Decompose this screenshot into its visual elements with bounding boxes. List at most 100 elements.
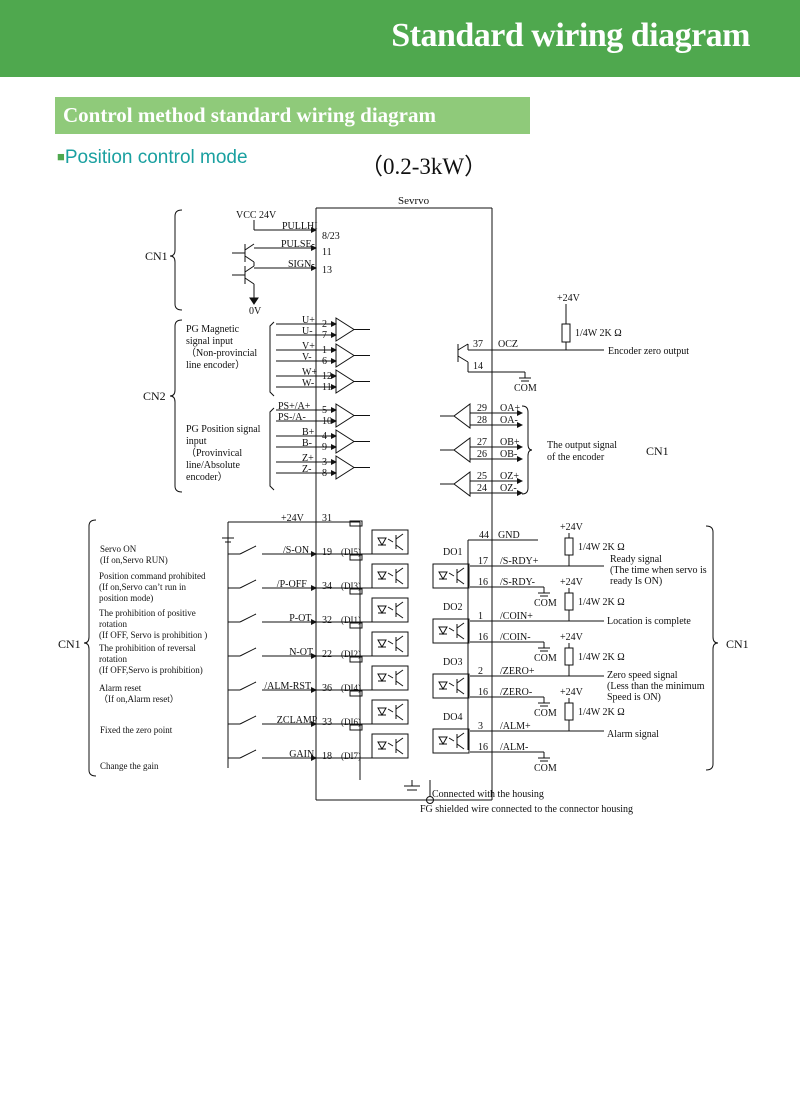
mode-label: Position control mode [64,147,248,168]
switch-contact [239,613,257,623]
output-com-label: COM [534,763,557,774]
pg-magnetic-label-3: （Non-provincial [186,347,257,359]
ocz-resistor-label: 1/4W 2K Ω [575,328,622,339]
pulse-pin: 11 [322,247,332,258]
light-arrow [448,737,455,742]
input-di-label: (DI1) [341,615,361,625]
switch-contact [239,681,257,691]
light-arrow [448,682,455,687]
output-description: Location is complete [607,616,691,627]
output-optocoupler-icon [432,563,470,589]
transistor-collector [456,677,465,684]
pg-magnetic-pin-name: V+ [302,341,315,352]
light-arrow [448,572,455,577]
encoder-desc-1: The output signal [547,440,617,451]
switch-contact [239,715,257,725]
bracket-cn1-outputs: CN1 [705,525,749,771]
output-resistor [564,647,574,666]
input-optocoupler-icon [371,563,409,589]
output-resistor [564,537,574,556]
output-supply-label: +24V [560,522,584,533]
input-signal-name: P-OT [289,613,311,624]
transistor-collector [395,669,404,676]
input-description: Change the gain [100,761,159,771]
mode-heading: ■Position control mode [57,147,248,169]
ocz-name: OCZ [498,339,518,350]
page-title: Standard wiring diagram [391,17,750,54]
input-description: (If on,Servo RUN) [100,555,168,565]
output-optocoupler-icon [432,618,470,644]
encoder-pin-name: OZ+ [500,471,519,482]
output-resistor [564,702,574,721]
pg-magnetic-pin-name: U+ [302,315,315,326]
input-resistor [349,520,363,527]
input-optocoupler-icon [371,699,409,725]
transistor-collector [456,567,465,574]
diode-icon [438,626,448,636]
output-pin-number: 17 [478,556,488,567]
output-signal-name: /ALM- [500,742,528,753]
output-description: Alarm signal [607,729,659,740]
gnd-pin: 44 [479,530,489,541]
output-com-label: COM [534,653,557,664]
input-pin-number: 34 [322,581,332,592]
input-di-label: (DI4) [341,683,361,693]
pg-magnetic-label-4: line encoder） [186,359,245,371]
output-pin-number: 1 [478,611,483,622]
cn1-label-top: CN1 [145,249,168,263]
pg-position-receiver-icon [335,429,355,454]
output-pin-number: 16 [478,577,488,588]
ocz-pin-top: 37 [473,339,483,350]
output-do-label: DO1 [443,547,462,558]
pg-position-label-4: line/Absolute [186,460,240,471]
diode-icon [438,736,448,746]
output-description: Zero speed signal [607,670,678,681]
transistor-emitter [395,748,404,755]
output-signal-name: /S-RDY- [500,577,535,588]
transistor-emitter [456,633,465,640]
pg-magnetic-pin-name: V- [302,352,312,363]
input-optocoupler-icon [371,597,409,623]
input-optocoupler-icon [371,733,409,759]
encoder-pin-number: 25 [477,471,487,482]
transistor-emitter [456,578,465,585]
pg-magnetic-pin-name: U- [302,326,313,337]
pg-position-label-1: PG Position signal [186,424,261,435]
pullhi-label: PULLHI [282,221,318,232]
input-description: (If OFF,Servo is prohibition) [99,665,203,675]
light-arrow [387,538,394,543]
square-bullet-icon: ■ [57,149,65,164]
cn2-label: CN2 [143,389,166,403]
sign-pin: 13 [322,265,332,276]
output-resistor-label: 1/4W 2K Ω [578,597,625,608]
input-resistor [349,656,363,663]
switch-contact [239,579,257,589]
input-description: The prohibition of positive [99,608,196,618]
pg-position-pin-name: Z+ [302,453,314,464]
input-description: (If OFF, Servo is prohibition ) [99,630,207,640]
zero-v-label: 0V [249,306,262,317]
output-pin-number: 16 [478,742,488,753]
pg-magnetic-receiver-icon [335,369,355,394]
encoder-pin-number: 26 [477,449,487,460]
output-signal-name: /S-RDY+ [500,556,539,567]
light-arrow [387,674,394,679]
output-do-label: DO4 [443,712,462,723]
transistor-collector [456,622,465,629]
input-di-label: (DI3) [341,581,361,591]
input-resistor [349,690,363,697]
light-arrow [387,606,394,611]
diode-icon [377,639,387,649]
input-resistor [349,554,363,561]
transistor-emitter [395,612,404,619]
cn1-label-right: CN1 [726,637,749,651]
output-description: Ready signal [610,554,662,565]
vcc-label: VCC 24V [236,210,277,221]
input-description: Position command prohibited [99,571,206,581]
input-description: rotation [99,654,127,664]
input-pin-number: 22 [322,649,332,660]
bracket-cn1-pulse: CN1 [145,209,183,311]
input-description: Fixed the zero point [100,725,173,735]
